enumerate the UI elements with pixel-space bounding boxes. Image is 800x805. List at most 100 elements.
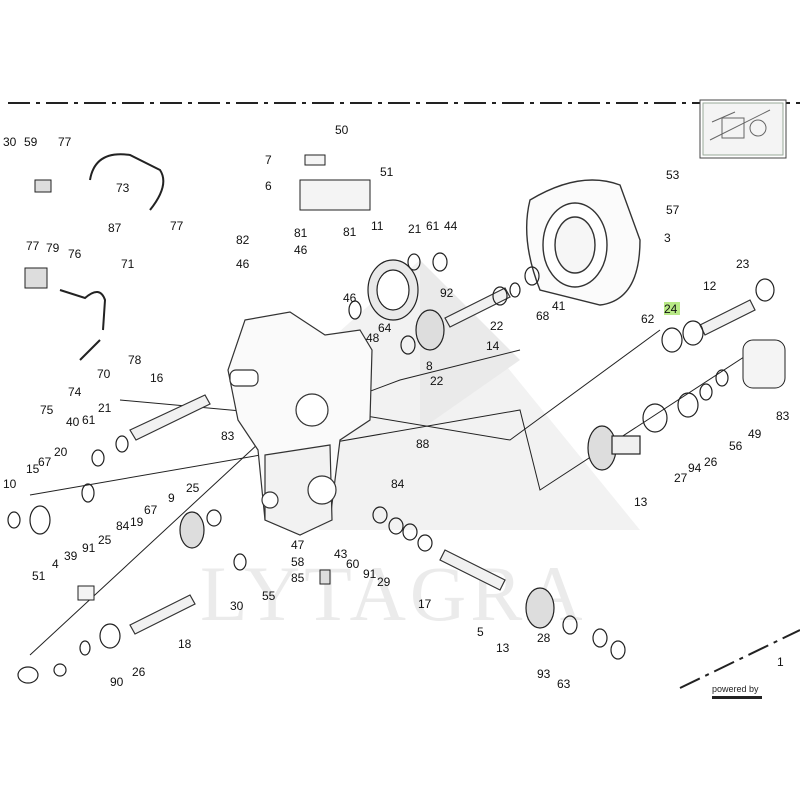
callout-62[interactable]: 62 [641,312,655,326]
callout-13[interactable]: 13 [634,495,648,509]
callout-6[interactable]: 6 [265,179,272,193]
callout-22[interactable]: 22 [430,374,444,388]
highlight-box [664,302,680,315]
small-parts [24,154,786,601]
callout-17[interactable]: 17 [418,597,432,611]
callout-58[interactable]: 58 [291,555,305,569]
rings-and-bearings [7,252,775,684]
callout-61[interactable]: 61 [82,413,96,427]
callout-82[interactable]: 82 [236,233,250,247]
callout-46[interactable]: 46 [294,243,308,257]
callout-81[interactable]: 81 [294,226,308,240]
callout-15[interactable]: 15 [26,462,40,476]
callout-75[interactable]: 75 [40,403,54,417]
callout-9[interactable]: 9 [168,491,175,505]
callout-77[interactable]: 77 [26,239,40,253]
callout-23[interactable]: 23 [736,257,750,271]
callout-88[interactable]: 88 [416,437,430,451]
callout-16[interactable]: 16 [150,371,164,385]
callout-48[interactable]: 48 [366,331,380,345]
callout-77[interactable]: 77 [170,219,184,233]
callout-14[interactable]: 14 [486,339,500,353]
callout-55[interactable]: 55 [262,589,276,603]
callout-46[interactable]: 46 [236,257,250,271]
callout-21[interactable]: 21 [98,401,112,415]
callout-92[interactable]: 92 [440,286,454,300]
callout-50[interactable]: 50 [335,123,349,137]
callout-26[interactable]: 26 [132,665,146,679]
callout-27[interactable]: 27 [674,471,688,485]
callout-71[interactable]: 71 [121,257,135,271]
callout-59[interactable]: 59 [24,135,38,149]
callout-60[interactable]: 60 [346,557,360,571]
callout-84[interactable]: 84 [116,519,130,533]
callout-1[interactable]: 1 [777,655,784,669]
callout-90[interactable]: 90 [110,675,124,689]
callout-18[interactable]: 18 [178,637,192,651]
callout-77[interactable]: 77 [58,135,72,149]
callout-57[interactable]: 57 [666,203,680,217]
callout-12[interactable]: 12 [703,279,717,293]
callout-19[interactable]: 19 [130,515,144,529]
callout-26[interactable]: 26 [704,455,718,469]
callout-8[interactable]: 8 [426,359,433,373]
callout-53[interactable]: 53 [666,168,680,182]
callout-30[interactable]: 30 [3,135,17,149]
callout-22[interactable]: 22 [490,319,504,333]
callout-79[interactable]: 79 [46,241,60,255]
callout-25[interactable]: 25 [98,533,112,547]
callout-24[interactable]: 24 [664,302,678,316]
callout-4[interactable]: 4 [52,557,59,571]
callout-43[interactable]: 43 [334,547,348,561]
callout-74[interactable]: 74 [68,385,82,399]
callout-84[interactable]: 84 [391,477,405,491]
callout-40[interactable]: 40 [66,415,80,429]
callout-51[interactable]: 51 [32,569,46,583]
callout-78[interactable]: 78 [128,353,142,367]
callout-76[interactable]: 76 [68,247,82,261]
callout-56[interactable]: 56 [729,439,743,453]
callout-83[interactable]: 83 [776,409,790,423]
callout-63[interactable]: 63 [557,677,571,691]
callout-29[interactable]: 29 [377,575,391,589]
shafts [129,287,756,635]
callout-51[interactable]: 51 [380,165,394,179]
callout-44[interactable]: 44 [444,219,458,233]
callout-25[interactable]: 25 [186,481,200,495]
watermark-text: LYTAGRA [200,550,587,637]
callout-46[interactable]: 46 [343,291,357,305]
callout-13[interactable]: 13 [496,641,510,655]
callout-94[interactable]: 94 [688,461,702,475]
callout-68[interactable]: 68 [536,309,550,323]
callout-64[interactable]: 64 [378,321,392,335]
callout-67[interactable]: 67 [144,503,158,517]
callout-91[interactable]: 91 [82,541,96,555]
callout-7[interactable]: 7 [265,153,272,167]
overview-thumbnail[interactable] [699,99,787,159]
callout-41[interactable]: 41 [552,299,566,313]
callout-67[interactable]: 67 [38,455,52,469]
callout-81[interactable]: 81 [343,225,357,239]
callout-47[interactable]: 47 [291,538,305,552]
callout-28[interactable]: 28 [537,631,551,645]
callout-30[interactable]: 30 [230,599,244,613]
callout-85[interactable]: 85 [291,571,305,585]
gear-8 [415,309,445,351]
callout-11[interactable]: 11 [371,219,384,233]
frame-border [8,102,800,689]
callout-83[interactable]: 83 [221,429,235,443]
callout-91[interactable]: 91 [363,567,377,581]
callout-49[interactable]: 49 [748,427,762,441]
callout-5[interactable]: 5 [477,625,484,639]
callout-61[interactable]: 61 [426,219,440,233]
callout-87[interactable]: 87 [108,221,122,235]
callout-70[interactable]: 70 [97,367,111,381]
callout-93[interactable]: 93 [537,667,551,681]
callout-10[interactable]: 10 [3,477,17,491]
callout-3[interactable]: 3 [664,231,671,245]
callout-21[interactable]: 21 [408,222,422,236]
callout-20[interactable]: 20 [54,445,68,459]
callout-73[interactable]: 73 [116,181,130,195]
callout-39[interactable]: 39 [64,549,78,563]
